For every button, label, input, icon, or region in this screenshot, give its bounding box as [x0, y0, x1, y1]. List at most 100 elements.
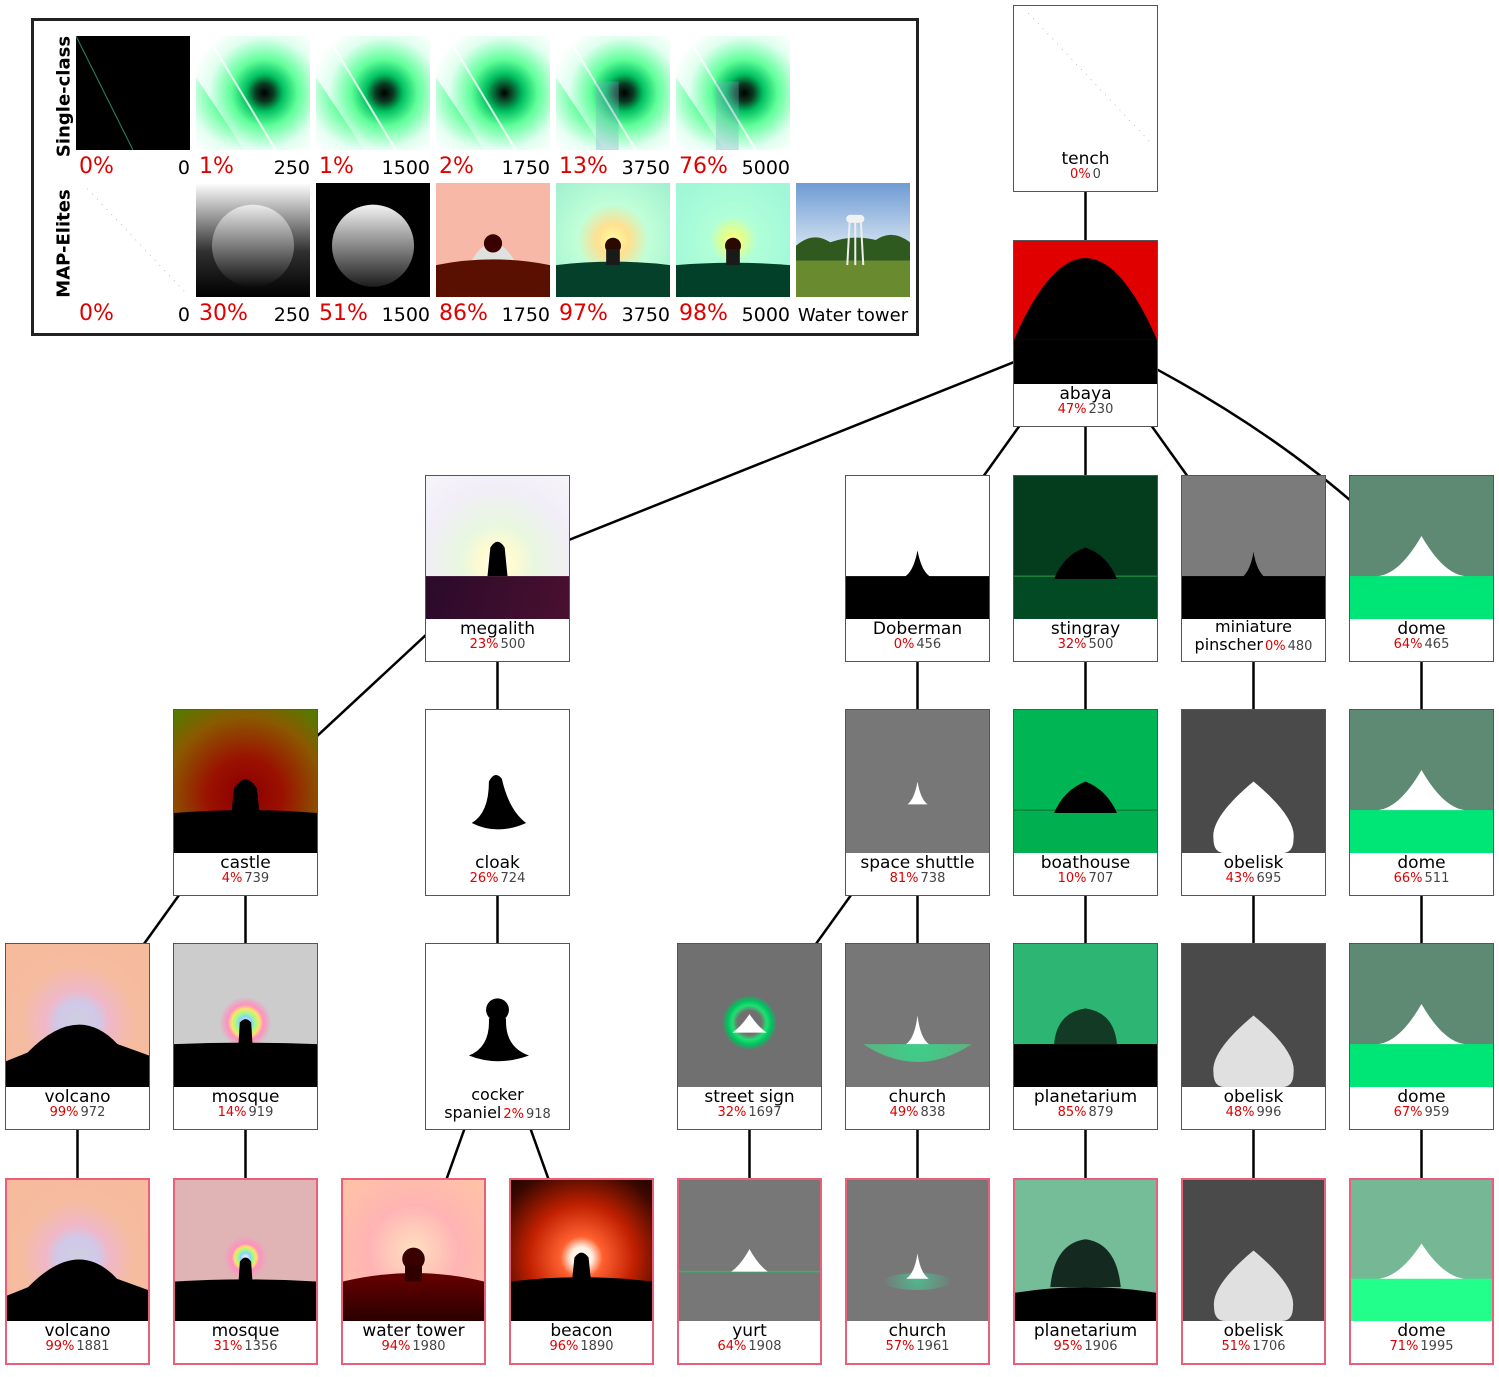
legend-confidence: 30% [199, 301, 248, 326]
node-generation: 695 [1256, 871, 1282, 886]
node-dome2: dome 66%511 [1349, 709, 1494, 896]
node-caption: cloak 26%724 [426, 851, 569, 895]
node-image [1015, 1180, 1156, 1321]
node-image [1014, 710, 1157, 853]
node-confidence: 26% [469, 871, 499, 886]
node-confidence: 95% [1053, 1339, 1083, 1354]
node-boathouse: boathouse 10%707 [1013, 709, 1158, 896]
node-confidence: 64% [717, 1339, 747, 1354]
node-generation: 500 [1088, 637, 1114, 652]
node-mosque1: mosque 14%919 [173, 943, 318, 1130]
node-generation: 739 [244, 871, 270, 886]
node-label: church [888, 1321, 947, 1341]
node-label: church [888, 1087, 947, 1107]
node-image [1350, 944, 1493, 1087]
node-generation: 1697 [748, 1105, 782, 1120]
node-image [1014, 476, 1157, 619]
node-confidence: 99% [49, 1105, 79, 1120]
node-streetsign: street sign 32%1697 [677, 943, 822, 1130]
node-generation: 707 [1088, 871, 1114, 886]
node-image [1182, 476, 1325, 619]
node-confidence: 2% [503, 1107, 524, 1122]
legend-thumb-r0-c5 [656, 35, 790, 151]
node-label: obelisk [1223, 1321, 1284, 1341]
node-image [846, 944, 989, 1087]
node-caption: obelisk 48%996 [1182, 1085, 1325, 1129]
node-confidence: 67% [1393, 1105, 1423, 1120]
legend-confidence: 51% [319, 301, 368, 326]
node-church2: church 57%1961 [845, 1178, 990, 1365]
node-beacon: beacon 96%1890 [509, 1178, 654, 1365]
node-caption: church 57%1961 [847, 1319, 988, 1363]
node-confidence: 94% [381, 1339, 411, 1354]
legend-confidence: 76% [679, 154, 728, 179]
node-volcano2: volcano 99%1881 [5, 1178, 150, 1365]
node-generation: 838 [920, 1105, 946, 1120]
node-confidence: 71% [1389, 1339, 1419, 1354]
node-image [846, 710, 989, 853]
node-confidence: 23% [469, 637, 499, 652]
legend-thumb-r1-c4 [556, 183, 670, 297]
node-image [1182, 710, 1325, 853]
node-generation: 972 [80, 1105, 106, 1120]
node-caption: abaya 47%230 [1014, 382, 1157, 426]
node-confidence: 81% [889, 871, 919, 886]
node-confidence: 0% [1070, 167, 1091, 182]
node-confidence: 99% [45, 1339, 75, 1354]
legend-thumb-r0-c1 [176, 35, 310, 151]
node-church1: church 49%838 [845, 943, 990, 1130]
node-image [846, 476, 989, 619]
node-image [426, 944, 569, 1087]
node-image [1350, 710, 1493, 853]
node-generation: 879 [1088, 1105, 1114, 1120]
node-label: volcano [44, 1087, 111, 1107]
legend-confidence: 13% [559, 154, 608, 179]
node-caption: dome 71%1995 [1351, 1319, 1492, 1363]
node-planetarium1: planetarium 85%879 [1013, 943, 1158, 1130]
node-label-line1: miniature [1215, 617, 1292, 636]
node-caption: dome 66%511 [1350, 851, 1493, 895]
node-image [174, 710, 317, 853]
node-label: mosque [211, 1321, 280, 1341]
node-generation: 738 [920, 871, 946, 886]
node-image [679, 1180, 820, 1321]
node-image [847, 1180, 988, 1321]
node-castle: castle 4%739 [173, 709, 318, 896]
node-abaya: abaya 47%230 [1013, 240, 1158, 427]
node-confidence: 57% [885, 1339, 915, 1354]
legend-thumb-r0-c4 [536, 35, 670, 151]
node-caption: tench 0%0 [1014, 147, 1157, 191]
node-confidence: 10% [1057, 871, 1087, 886]
node-generation: 724 [500, 871, 526, 886]
node-caption: church 49%838 [846, 1085, 989, 1129]
node-label: dome [1397, 1087, 1446, 1107]
node-label: obelisk [1223, 1087, 1284, 1107]
node-confidence: 64% [1393, 637, 1423, 652]
node-caption: Doberman 0%456 [846, 617, 989, 661]
node-label: obelisk [1223, 853, 1284, 873]
node-megalith: megalith 23%500 [425, 475, 570, 662]
node-generation: 959 [1424, 1105, 1450, 1120]
node-label: yurt [732, 1321, 767, 1341]
node-generation: 918 [525, 1107, 551, 1122]
legend-generation: 1500 [381, 157, 430, 179]
node-label: beacon [550, 1321, 613, 1341]
node-generation: 1995 [1420, 1339, 1454, 1354]
node-caption: volcano 99%972 [6, 1085, 149, 1129]
node-image [678, 944, 821, 1087]
legend-thumb-r1-c2 [316, 183, 430, 297]
node-caption: dome 67%959 [1350, 1085, 1493, 1129]
node-image [426, 476, 569, 619]
node-image [7, 1180, 148, 1321]
node-label-line1: cocker [471, 1085, 524, 1104]
node-caption: beacon 96%1890 [511, 1319, 652, 1363]
node-generation: 0 [1092, 167, 1101, 182]
node-caption: dome 64%465 [1350, 617, 1493, 661]
legend-generation: 1750 [501, 304, 550, 326]
node-label: planetarium [1033, 1321, 1138, 1341]
node-label: cloak [475, 853, 520, 873]
node-image [175, 1180, 316, 1321]
